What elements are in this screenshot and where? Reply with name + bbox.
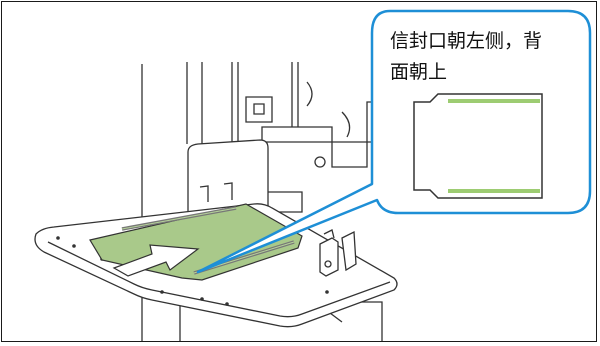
- side-paper-guide: [319, 229, 357, 277]
- callout-bubble: [196, 9, 592, 274]
- illustration-frame: 信封口朝左侧，背 面朝上: [1, 1, 597, 342]
- feed-direction-arrow: [112, 244, 200, 277]
- callout-instruction: 信封口朝左侧，背 面朝上: [390, 26, 580, 88]
- envelope-orientation-icon: [413, 93, 543, 199]
- back-paper-guide: [187, 139, 269, 215]
- callout-instruction-line1: 信封口朝左侧，背: [390, 30, 543, 52]
- callout-instruction-line2: 面朝上: [390, 61, 448, 83]
- printer-tray-illustration: [34, 9, 592, 341]
